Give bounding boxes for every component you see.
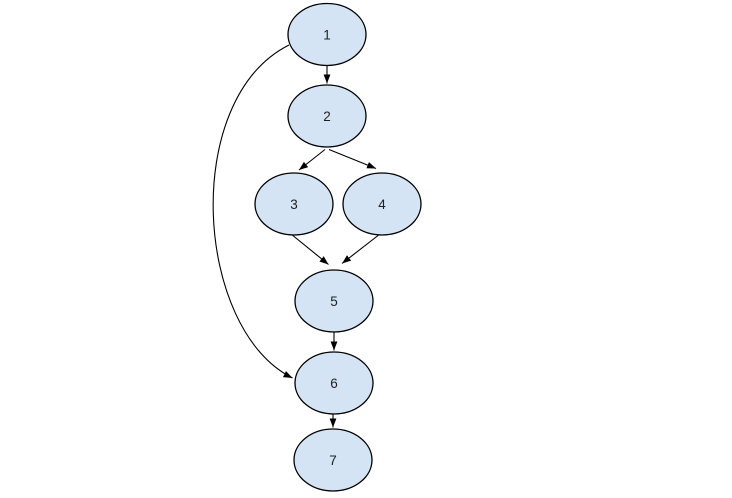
node-5: 5: [294, 269, 374, 333]
node-2-label: 2: [323, 109, 331, 124]
node-3-label: 3: [290, 197, 298, 212]
node-6-label: 6: [330, 376, 338, 391]
node-1-label: 1: [323, 28, 331, 43]
node-6: 6: [294, 351, 374, 415]
node-2: 2: [287, 84, 367, 148]
node-5-label: 5: [330, 294, 338, 309]
node-3-shape: [254, 172, 334, 236]
node-4-label: 4: [378, 197, 386, 212]
node-6-shape: [294, 351, 374, 415]
node-7: 7: [293, 428, 373, 492]
edge-2-to-4: [328, 148, 377, 170]
node-7-label: 7: [329, 453, 337, 468]
edges-layer: [212, 44, 381, 428]
node-4: 4: [342, 172, 422, 236]
edge-3-to-5: [290, 233, 329, 265]
node-1: 1: [287, 2, 367, 67]
node-3: 3: [254, 172, 334, 236]
edge-2-to-3: [298, 149, 326, 171]
nodes-layer: 1 2 3 4 5 6 7: [254, 2, 422, 492]
edge-1-to-6: [212, 44, 293, 379]
node-5-shape: [294, 269, 374, 333]
node-4-shape: [342, 172, 422, 236]
edge-4-to-5: [341, 233, 381, 264]
node-7-shape: [293, 428, 373, 492]
node-1-shape: [287, 2, 367, 67]
node-2-shape: [287, 84, 367, 148]
